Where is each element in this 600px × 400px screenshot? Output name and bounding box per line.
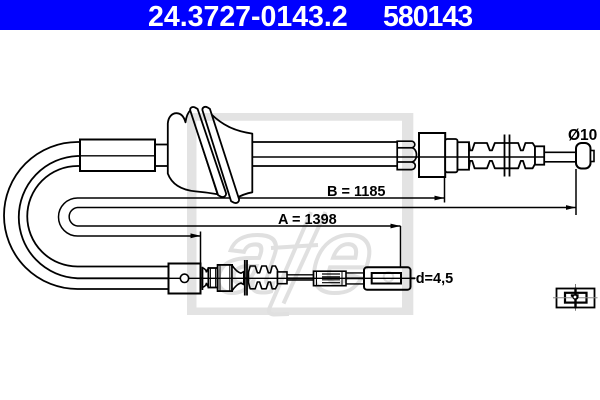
svg-text:B = 1185: B = 1185 bbox=[327, 184, 385, 200]
svg-text:24.3727-0143.2: 24.3727-0143.2 bbox=[148, 1, 348, 33]
svg-text:a: a bbox=[213, 196, 289, 314]
svg-text:Ø10: Ø10 bbox=[568, 127, 597, 144]
svg-text:d=4,5: d=4,5 bbox=[416, 271, 453, 287]
svg-text:580143: 580143 bbox=[383, 1, 472, 33]
